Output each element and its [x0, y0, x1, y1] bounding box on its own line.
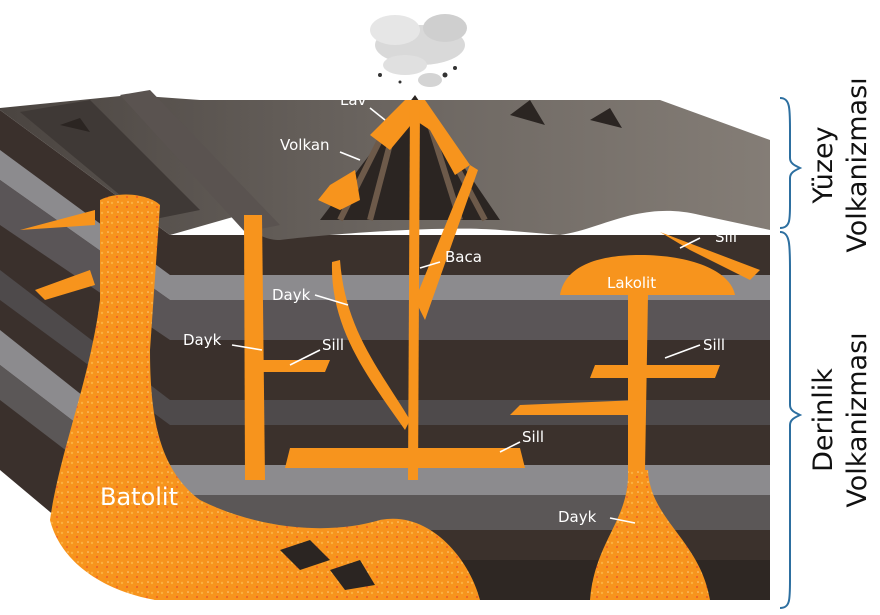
side-label-surface-2: Volkanizması	[842, 77, 873, 252]
magma-bodies	[20, 100, 760, 601]
side-label-surface-1: Yüzey	[808, 126, 839, 204]
side-label-deep-1: Derinlik	[808, 368, 839, 472]
label-lav: Lav	[340, 91, 367, 109]
label-volkan: Volkan	[280, 136, 330, 154]
side-label-deep-2: Volkanizması	[842, 332, 873, 507]
label-batolit: Batolit	[100, 483, 178, 511]
label-dayk-bottom: Dayk	[558, 508, 597, 526]
label-lakolit: Lakolit	[607, 274, 656, 292]
label-sill-top-right: Sill	[715, 228, 737, 246]
label-dayk-mid: Dayk	[272, 286, 311, 304]
label-sill-left: Sill	[322, 336, 344, 354]
label-sill-right: Sill	[703, 336, 725, 354]
label-sill-bottom: Sill	[522, 428, 544, 446]
label-baca: Baca	[445, 248, 482, 266]
deep-brace	[779, 231, 803, 609]
surface-brace	[779, 97, 803, 229]
leader-lines	[231, 107, 701, 524]
ash-cloud	[370, 14, 467, 87]
label-dayk-left: Dayk	[183, 331, 222, 349]
